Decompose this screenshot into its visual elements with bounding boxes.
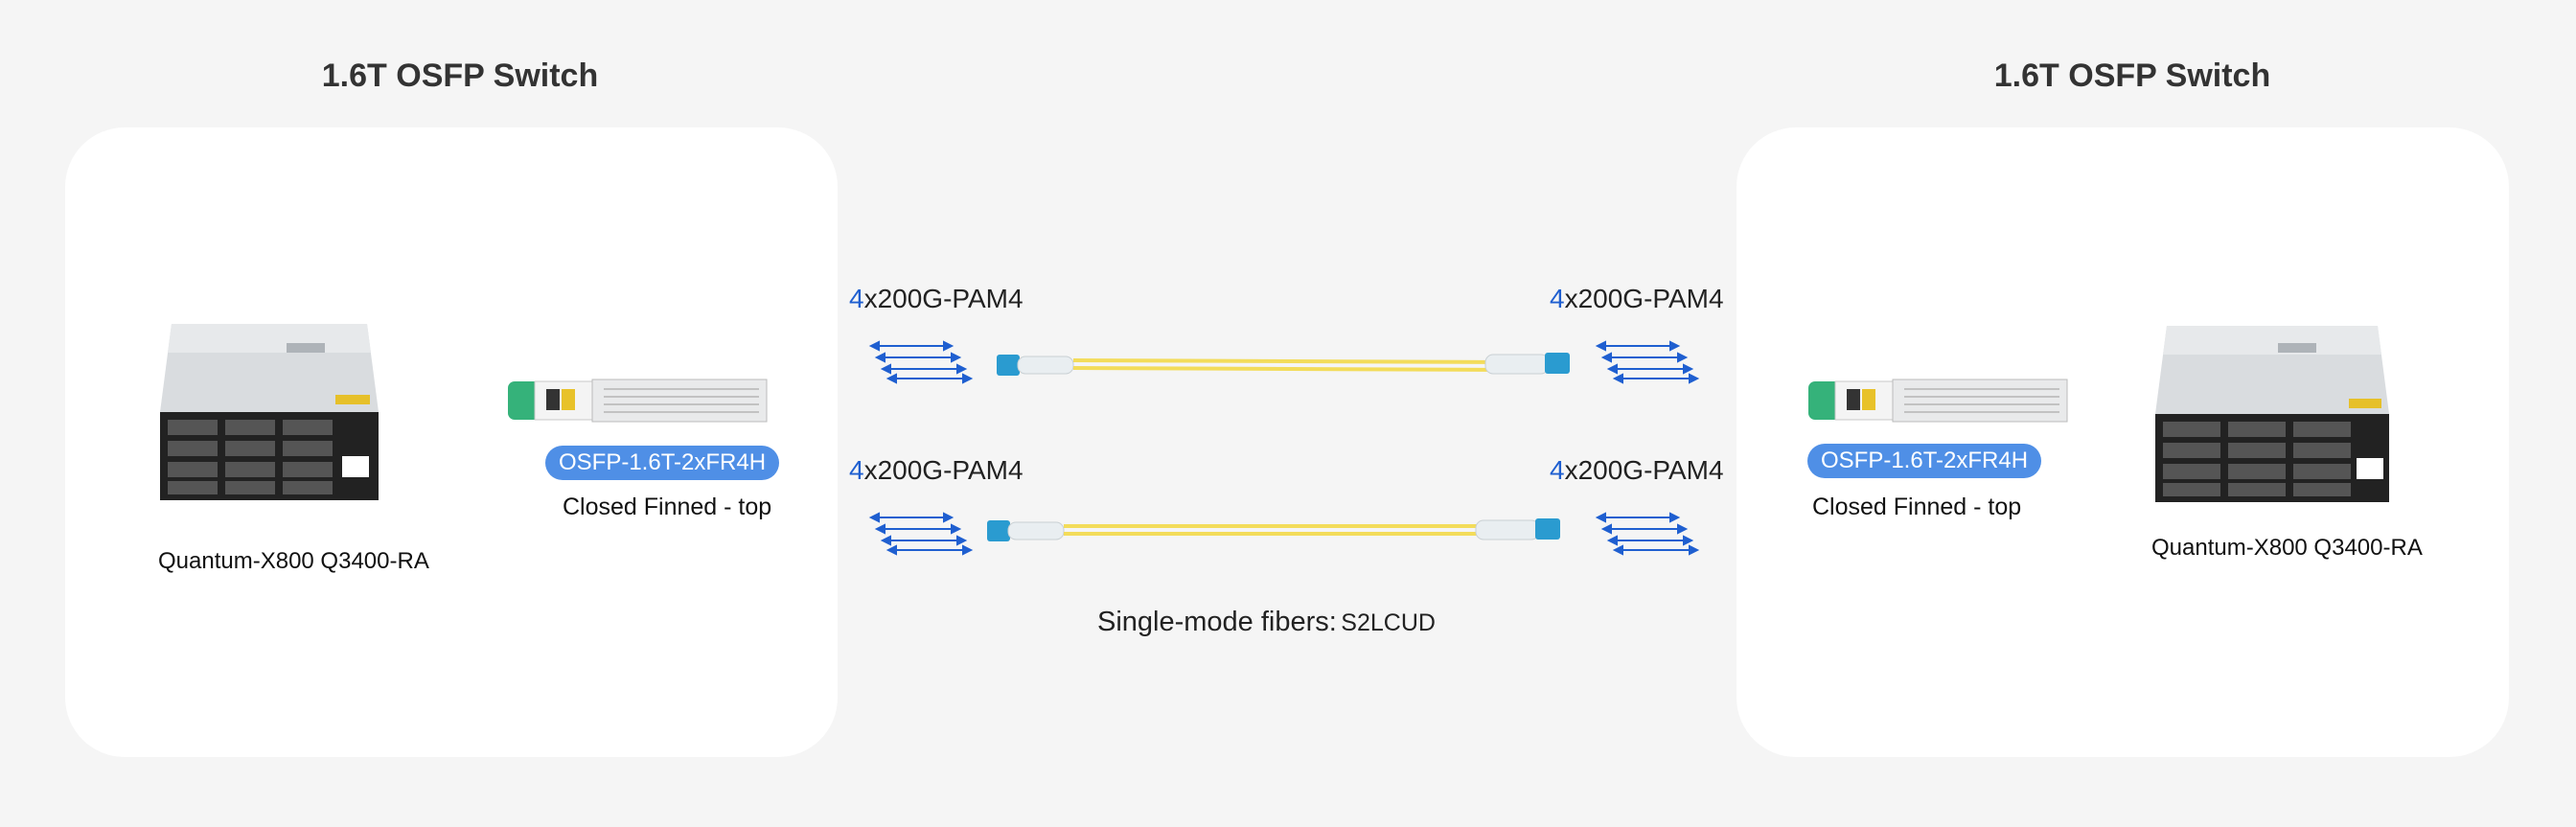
lane-count: 4 — [849, 284, 864, 313]
lane-count: 4 — [849, 455, 864, 485]
lane-arrows-top-right — [1595, 340, 1700, 384]
fiber-type-label: Single-mode fibers: S2LCUD — [1097, 607, 1436, 638]
lane-count: 4 — [1550, 284, 1565, 313]
lane-arrows-bottom-left — [868, 512, 974, 556]
lane-label-top-right: 4x200G-PAM4 — [1550, 284, 1724, 314]
fiber-part-code: S2LCUD — [1341, 609, 1436, 636]
right-module-label: Closed Finned - top — [1812, 494, 2022, 520]
lane-label-bottom-right: 4x200G-PAM4 — [1550, 455, 1724, 486]
left-switch-label: Quantum-X800 Q3400-RA — [158, 548, 429, 574]
left-module-badge: OSFP-1.6T-2xFR4H — [545, 446, 780, 480]
fiber-cable-top — [997, 353, 1570, 376]
left-osfp-module-image — [508, 379, 768, 423]
right-osfp-module-image — [1808, 379, 2068, 423]
right-switch-label: Quantum-X800 Q3400-RA — [2151, 535, 2423, 561]
lane-count: 4 — [1550, 455, 1565, 485]
right-module-badge: OSFP-1.6T-2xFR4H — [1807, 444, 2042, 478]
lane-rate: x200G-PAM4 — [863, 455, 1024, 485]
lane-arrows-bottom-right — [1595, 512, 1700, 556]
lane-arrows-top-left — [868, 340, 974, 384]
right-switch-panel — [1736, 127, 2509, 757]
right-switch-title: 1.6T OSFP Switch — [1993, 57, 2271, 94]
lane-rate: x200G-PAM4 — [1564, 284, 1724, 313]
left-module-label: Closed Finned - top — [563, 494, 772, 520]
lane-label-top-left: 4x200G-PAM4 — [849, 284, 1024, 314]
right-switch-image — [2155, 326, 2389, 502]
left-switch-image — [160, 324, 379, 500]
fiber-type-key: Single-mode fibers: — [1097, 607, 1337, 637]
lane-label-bottom-left: 4x200G-PAM4 — [849, 455, 1024, 486]
lane-rate: x200G-PAM4 — [1564, 455, 1724, 485]
fiber-cable-bottom — [987, 518, 1560, 541]
lane-rate: x200G-PAM4 — [863, 284, 1024, 313]
left-switch-title: 1.6T OSFP Switch — [321, 57, 599, 94]
